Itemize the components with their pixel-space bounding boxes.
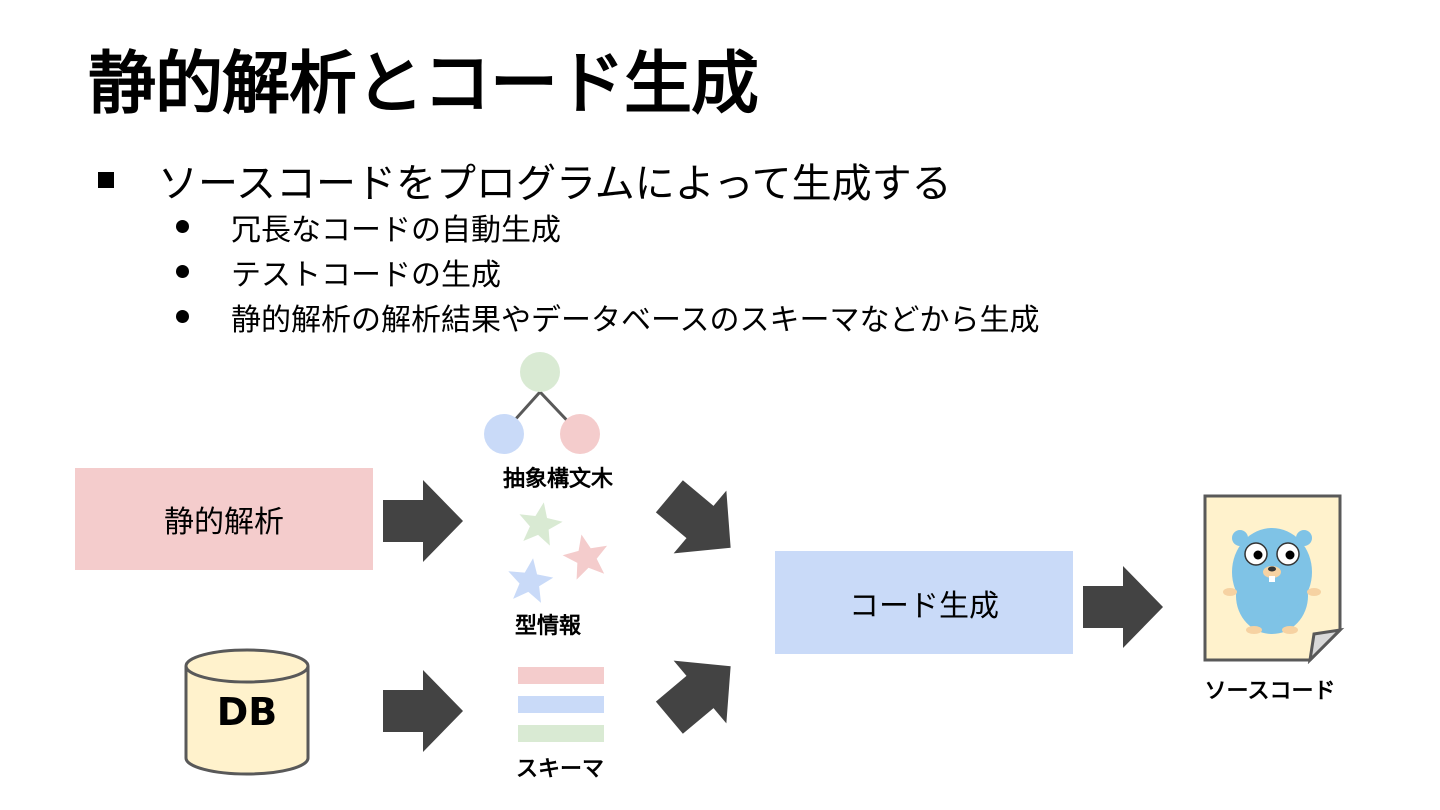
- slide-title: 静的解析とコード生成: [88, 45, 759, 124]
- stars-icon: [508, 502, 608, 603]
- static-analysis-box: 静的解析: [75, 468, 373, 570]
- right-arrow-icon: [1083, 566, 1163, 648]
- square-bullet-icon: [98, 172, 114, 188]
- gopher-icon: [1223, 528, 1321, 634]
- sub-bullet: 静的解析の解析結果やデータベースのスキーマなどから生成: [176, 294, 1040, 339]
- schema-bar-red: [518, 667, 604, 684]
- right-arrow-icon: [383, 670, 463, 752]
- source-code-label: ソースコード: [1204, 679, 1336, 704]
- sub-bullet-list: 冗長なコードの自動生成 テストコードの生成 静的解析の解析結果やデータベースのス…: [176, 204, 1040, 339]
- main-bullet-text: ソースコードをプログラムによって生成する: [158, 161, 952, 207]
- sub-bullet-text: 静的解析の解析結果やデータベースのスキーマなどから生成: [231, 302, 1040, 338]
- down-right-arrow-icon: [655, 480, 731, 554]
- sub-bullet-text: 冗長なコードの自動生成: [231, 212, 561, 248]
- database-label: DB: [216, 690, 278, 734]
- up-right-arrow-icon: [655, 660, 731, 734]
- sub-bullet-text: テストコードの生成: [231, 257, 501, 293]
- code-generation-box: コード生成: [775, 551, 1073, 654]
- ast-label: 抽象構文木: [502, 467, 613, 492]
- tree-icon: [484, 352, 600, 454]
- dot-bullet-icon: [176, 265, 189, 278]
- dot-bullet-icon: [176, 220, 189, 233]
- type-info-label: 型情報: [514, 614, 581, 639]
- schema-label: スキーマ: [515, 757, 604, 782]
- database-icon: [184, 648, 310, 776]
- schema-bar-green: [518, 725, 604, 742]
- sub-bullet: テストコードの生成: [176, 249, 1040, 294]
- sub-bullet: 冗長なコードの自動生成: [176, 204, 1040, 249]
- schema-bar-blue: [518, 696, 604, 713]
- dot-bullet-icon: [176, 310, 189, 323]
- document-icon: [1203, 494, 1345, 664]
- right-arrow-icon: [383, 480, 463, 562]
- main-bullet: ソースコードをプログラムによって生成する: [98, 150, 952, 210]
